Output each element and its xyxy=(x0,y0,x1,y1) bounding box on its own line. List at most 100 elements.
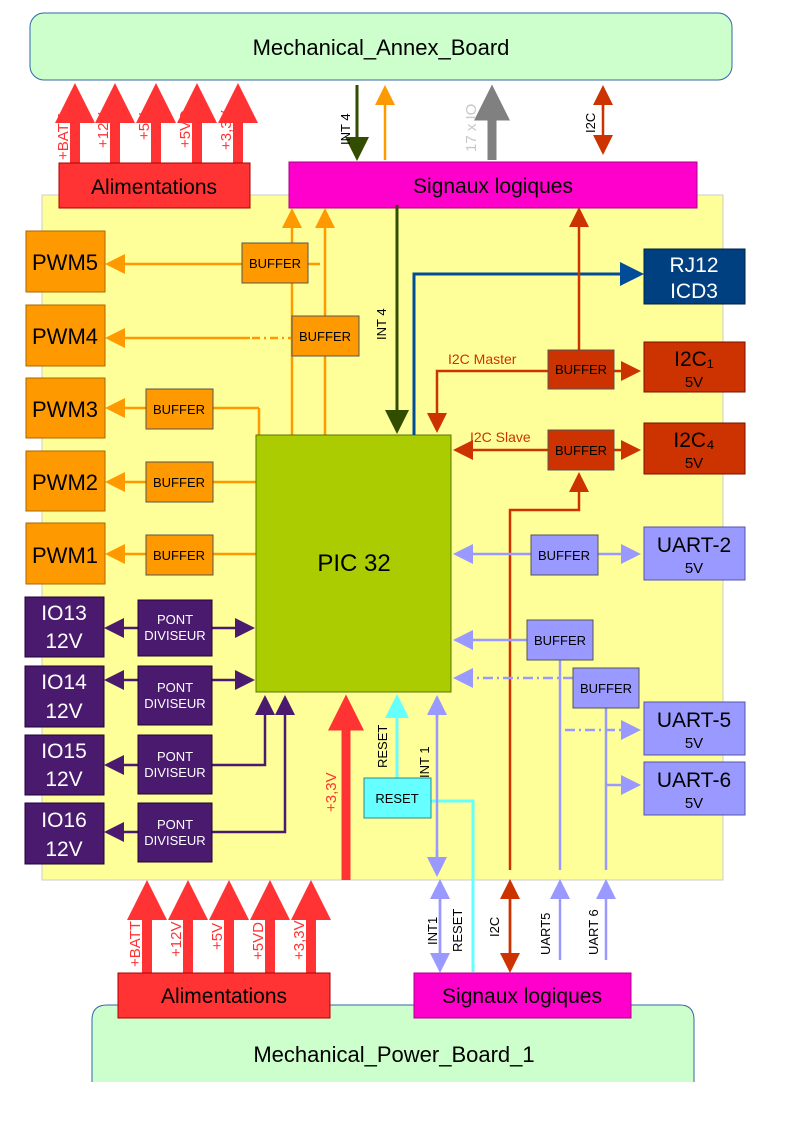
pont-diviseur-box xyxy=(137,802,213,863)
io-name: IO13 xyxy=(41,602,87,625)
buffer-label: BUFFER xyxy=(153,548,205,563)
buffer-label: BUFFER xyxy=(249,256,301,271)
top-power-arrows xyxy=(55,83,258,163)
buffer-pwm4 xyxy=(291,315,360,357)
top-int4-label: INT 4 xyxy=(338,113,353,145)
io-name: IO15 xyxy=(41,740,87,763)
bottom-board-label: Mechanical_Power_Board_1 xyxy=(253,1042,534,1067)
bottom-rail-label: +5VD xyxy=(250,922,267,960)
pwm-label: PWM4 xyxy=(32,324,98,349)
bottom-rail-label: +3,3V xyxy=(291,920,308,960)
buffer-uart5 xyxy=(526,619,594,661)
top-alimentations-label: Alimentations xyxy=(91,176,217,199)
top-board-label: Mechanical_Annex_Board xyxy=(253,35,510,60)
bottom-rail-label: +BATT xyxy=(127,921,144,967)
uart2-volt: 5V xyxy=(685,560,703,577)
pont-diviseur-box xyxy=(137,599,213,657)
uart5-name: UART-5 xyxy=(657,709,731,732)
buffer-i2c-master xyxy=(547,349,615,390)
io-box xyxy=(24,596,105,658)
buffer-label: BUFFER xyxy=(555,362,607,377)
top-i2c-label: I2C xyxy=(583,113,598,133)
i2c1-box xyxy=(643,341,746,393)
top-17io-label: 17 x IO xyxy=(463,104,480,152)
bottom-i2c-label: I2C xyxy=(487,917,502,937)
bottom-signaux-label: Signaux logiques xyxy=(442,985,602,1008)
uart2-box xyxy=(643,526,746,581)
io-box xyxy=(24,734,105,796)
uart2-name: UART-2 xyxy=(657,534,731,557)
uart6-box xyxy=(643,761,746,816)
bottom-board xyxy=(91,1004,695,1082)
reset-box xyxy=(363,777,432,819)
io-volt: 12V xyxy=(45,838,82,861)
pic32-box xyxy=(255,434,452,693)
buffer-label: BUFFER xyxy=(580,681,632,696)
i2c1-volt: 5V xyxy=(685,374,703,391)
top-alimentations-box xyxy=(58,162,251,209)
bottom-int1-label: INT1 xyxy=(425,917,440,945)
i2c-master-label: I2C Master xyxy=(448,351,517,367)
i2c4-box xyxy=(643,422,746,475)
buffer-label: BUFFER xyxy=(538,548,590,563)
v33-label: +3,3V xyxy=(323,772,340,812)
buffer-label: BUFFER xyxy=(555,443,607,458)
pont-line2: DIVISEUR xyxy=(144,696,205,711)
bottom-uart6-label: UART 6 xyxy=(586,909,601,955)
bottom-signaux-box xyxy=(413,972,632,1019)
top-signaux-label: Signaux logiques xyxy=(413,175,573,198)
io-name: IO14 xyxy=(41,671,87,694)
io-name: IO16 xyxy=(41,809,87,832)
pwm-label: PWM3 xyxy=(32,397,98,422)
uart5-volt: 5V xyxy=(685,735,703,752)
uart6-name: UART-6 xyxy=(657,769,731,792)
buffer-i2c-slave xyxy=(547,429,615,471)
pic32-label: PIC 32 xyxy=(317,550,390,577)
bottom-rail-label: +5V xyxy=(209,923,226,950)
top-rail-label: +12V xyxy=(95,113,112,148)
bottom-alimentations-label: Alimentations xyxy=(161,985,287,1008)
buffer-label: BUFFER xyxy=(153,402,205,417)
pont-line1: PONT xyxy=(157,749,193,764)
rj12-box xyxy=(643,248,746,305)
reset-v-label: RESET xyxy=(375,725,390,768)
rj12-line2: ICD3 xyxy=(670,280,718,303)
pwm-label: PWM1 xyxy=(32,543,98,568)
io-column: IO13 12V IO14 12V IO15 12V IO16 12V xyxy=(24,596,105,865)
pwm-box xyxy=(25,230,106,293)
rj12-line1: RJ12 xyxy=(669,254,718,277)
pont-line2: DIVISEUR xyxy=(144,765,205,780)
i2c4-volt: 5V xyxy=(685,455,703,472)
buffer-label: BUFFER xyxy=(153,475,205,490)
buffer-label: BUFFER xyxy=(299,329,351,344)
top-rail-label: +5VD xyxy=(177,110,194,148)
buffer-label: BUFFER xyxy=(534,633,586,648)
uart5-box xyxy=(643,701,746,756)
pont-line2: DIVISEUR xyxy=(144,833,205,848)
pont-line1: PONT xyxy=(157,612,193,627)
io-box xyxy=(24,802,105,865)
buffer-uart2 xyxy=(530,534,599,576)
uart6-volt: 5V xyxy=(685,795,703,812)
top-rail-label: +3,3V xyxy=(218,110,235,150)
pwm-column: PWM5 PWM4 PWM3 PWM2 PWM1 xyxy=(25,230,106,585)
top-board xyxy=(29,12,733,81)
bottom-alimentations-box xyxy=(117,972,331,1019)
bottom-rail-label: +12V xyxy=(168,922,185,957)
top-rail-label: +BATT xyxy=(55,114,72,160)
pwm-label: PWM2 xyxy=(32,470,98,495)
pwm-box xyxy=(25,522,106,585)
bottom-power-arrows xyxy=(127,880,331,973)
i2c4-name: I2C₄ xyxy=(673,429,714,452)
buffer-pwm1 xyxy=(145,534,214,576)
reset-box-label: RESET xyxy=(375,791,418,806)
pont-diviseur-box xyxy=(137,665,213,726)
io-box xyxy=(24,665,105,728)
io-volt: 12V xyxy=(45,700,82,723)
bottom-uart5-label: UART5 xyxy=(538,913,553,955)
bottom-reset-label: RESET xyxy=(450,909,465,952)
pwm-box xyxy=(25,304,106,367)
pont-line2: DIVISEUR xyxy=(144,628,205,643)
buffer-pwm3 xyxy=(145,388,214,430)
